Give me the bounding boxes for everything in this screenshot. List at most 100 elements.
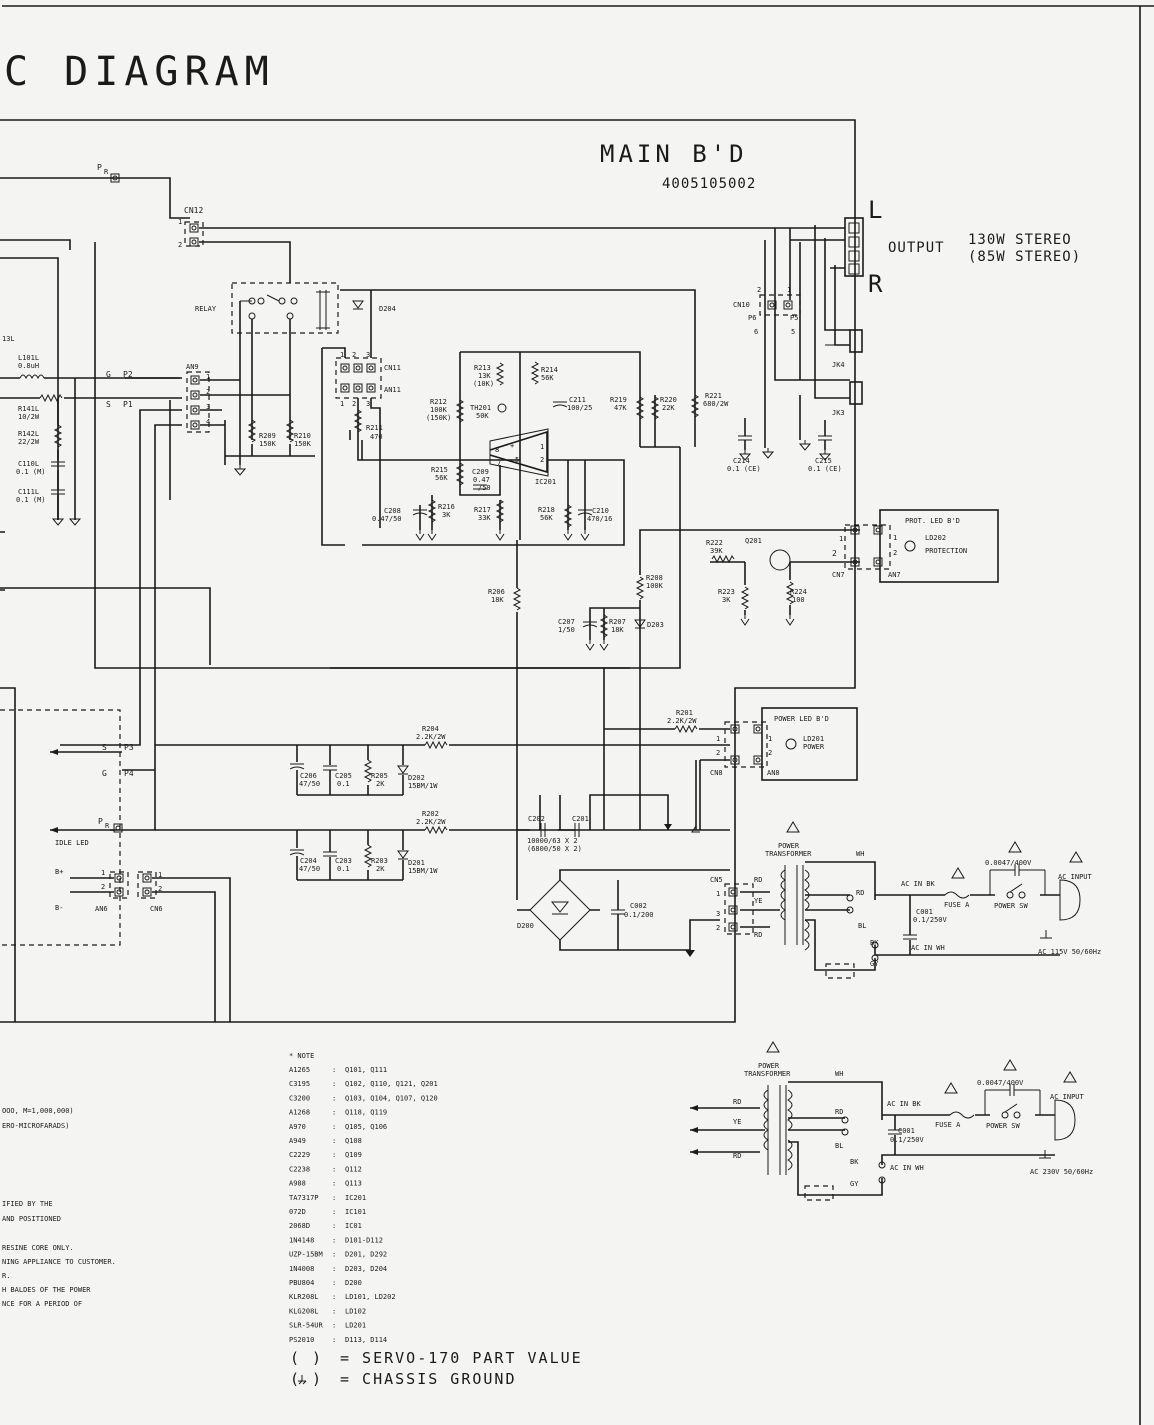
svg-text:47/50: 47/50 xyxy=(299,780,320,788)
note-part: UZP-15BM xyxy=(289,1251,323,1259)
svg-text:C215: C215 xyxy=(815,457,832,465)
svg-text:0.1: 0.1 xyxy=(337,865,350,873)
note-refs: Q105, Q106 xyxy=(345,1123,387,1131)
note-colon: : xyxy=(332,1322,336,1330)
svg-text:BK: BK xyxy=(850,1158,859,1166)
svg-text:C210: C210 xyxy=(592,507,609,515)
svg-text:C204: C204 xyxy=(300,857,317,865)
output-rating: 130W STEREO xyxy=(968,232,1072,248)
svg-text:3: 3 xyxy=(366,351,370,359)
svg-text:2K: 2K xyxy=(376,780,385,788)
svg-text:R202: R202 xyxy=(422,810,439,818)
svg-text:3: 3 xyxy=(716,910,720,918)
svg-text:0.1 (M): 0.1 (M) xyxy=(16,496,46,504)
note-part: SLR-54UR xyxy=(289,1322,324,1330)
chassis-ground-icon xyxy=(298,1375,307,1385)
svg-text:R215: R215 xyxy=(431,466,448,474)
note-colon: : xyxy=(332,1080,336,1088)
note-part: TA7317P xyxy=(289,1194,319,1202)
svg-text:B-: B- xyxy=(55,904,63,912)
note-refs: IC101 xyxy=(345,1208,366,1216)
svg-text:CN7: CN7 xyxy=(832,571,845,579)
svg-text:R211: R211 xyxy=(366,424,383,432)
svg-text:2: 2 xyxy=(832,549,837,558)
svg-text:AC IN BK: AC IN BK xyxy=(901,880,936,888)
note-colon: : xyxy=(332,1222,336,1230)
svg-text:C206: C206 xyxy=(300,772,317,780)
note-colon: : xyxy=(332,1180,336,1188)
svg-text:G: G xyxy=(102,769,107,778)
note-refs: Q108 xyxy=(345,1137,362,1145)
svg-text:RD: RD xyxy=(856,889,864,897)
note-part: A949 xyxy=(289,1137,306,1145)
svg-text:2: 2 xyxy=(768,749,772,757)
svg-text:0.1 (CE): 0.1 (CE) xyxy=(727,465,761,473)
svg-text:13K: 13K xyxy=(478,372,491,380)
cn10-label: CN10 xyxy=(733,301,750,309)
svg-text:R220: R220 xyxy=(660,396,677,404)
note-refs: LD102 xyxy=(345,1307,366,1315)
note-refs: Q103, Q104, Q107, Q120 xyxy=(345,1094,438,1102)
svg-text:0.1/250V: 0.1/250V xyxy=(913,916,948,924)
svg-text:3: 3 xyxy=(206,403,210,411)
svg-text:1: 1 xyxy=(768,735,772,743)
note-colon: : xyxy=(332,1208,336,1216)
svg-text:POWER: POWER xyxy=(803,743,825,751)
svg-text:D201: D201 xyxy=(408,859,425,867)
svg-text:2.2K/2W: 2.2K/2W xyxy=(416,818,446,826)
legend-servo-sym: ( ) xyxy=(290,1349,323,1367)
note-colon: : xyxy=(332,1066,336,1074)
jk3-label: JK3 xyxy=(832,409,845,417)
svg-text:C001: C001 xyxy=(916,908,933,916)
svg-text:18K: 18K xyxy=(491,596,504,604)
note-refs: Q102, Q110, Q121, Q201 xyxy=(345,1080,438,1088)
svg-text:AC IN BK: AC IN BK xyxy=(887,1100,922,1108)
note-part: A1268 xyxy=(289,1109,310,1117)
svg-text:2K: 2K xyxy=(376,865,385,873)
svg-text:P: P xyxy=(98,817,103,826)
svg-text:R: R xyxy=(104,168,109,176)
svg-text:1: 1 xyxy=(158,871,162,879)
svg-text:FUSE A: FUSE A xyxy=(935,1121,961,1129)
note-colon: : xyxy=(332,1165,336,1173)
svg-text:P: P xyxy=(97,163,102,172)
svg-text:33K: 33K xyxy=(478,514,491,522)
svg-text:TH201: TH201 xyxy=(470,404,491,412)
svg-text:BL: BL xyxy=(835,1142,843,1150)
svg-text:2: 2 xyxy=(716,749,720,757)
svg-text:100K: 100K xyxy=(646,582,664,590)
svg-text:R205: R205 xyxy=(371,772,388,780)
svg-text:+: + xyxy=(510,442,514,450)
svg-text:0.1 (M): 0.1 (M) xyxy=(16,468,46,476)
svg-text:/50: /50 xyxy=(478,484,491,492)
note-refs: IC201 xyxy=(345,1194,366,1202)
note-part: 1N4148 xyxy=(289,1236,314,1244)
svg-text:C002: C002 xyxy=(630,902,647,910)
svg-text:R218: R218 xyxy=(538,506,555,514)
power-transformer-a: POWER TRANSFORMER WH RD BL BK GY AC IN B… xyxy=(740,821,1101,979)
svg-text:R216: R216 xyxy=(438,503,455,511)
svg-text:1: 1 xyxy=(839,535,843,543)
svg-text:R208: R208 xyxy=(646,574,663,582)
svg-text:1: 1 xyxy=(206,373,210,381)
svg-text:1: 1 xyxy=(101,869,105,877)
note-colon: : xyxy=(332,1109,336,1117)
svg-text:22/2W: 22/2W xyxy=(18,438,40,446)
svg-text:L101L: L101L xyxy=(18,354,39,362)
svg-text:R212: R212 xyxy=(430,398,447,406)
svg-text:ERO-MICROFARADS): ERO-MICROFARADS) xyxy=(2,1122,69,1130)
svg-text:1: 1 xyxy=(340,351,344,359)
svg-text:150K: 150K xyxy=(294,440,312,448)
svg-text:G: G xyxy=(106,370,111,379)
svg-text:R219: R219 xyxy=(610,396,627,404)
svg-text:56K: 56K xyxy=(540,514,553,522)
svg-text:3K: 3K xyxy=(442,511,451,519)
svg-text:C211: C211 xyxy=(569,396,586,404)
svg-text:(10K): (10K) xyxy=(473,380,494,388)
power-led-title: POWER LED B'D xyxy=(774,715,829,723)
svg-text:R204: R204 xyxy=(422,725,439,733)
output-terminals xyxy=(844,217,864,277)
page-title: C DIAGRAM xyxy=(4,49,275,95)
svg-text:56K: 56K xyxy=(541,374,554,382)
